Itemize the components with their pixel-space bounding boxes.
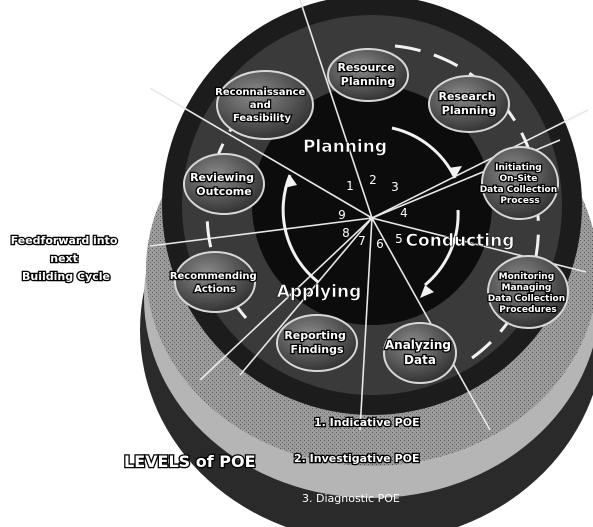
- levels-title: LEVELS of POE: [124, 452, 256, 471]
- level-1-label: 1. Indicative POE: [314, 416, 420, 429]
- step-number-5: 5: [395, 232, 403, 246]
- step-number-3: 3: [391, 180, 399, 194]
- step-number-6: 6: [376, 237, 384, 251]
- bubble-recommending: [175, 252, 255, 312]
- phase-planning: Planning: [303, 137, 387, 157]
- step-number-8: 8: [342, 226, 350, 240]
- step-reporting: Reporting Findings: [284, 329, 349, 356]
- step-number-7: 7: [358, 234, 366, 248]
- step-number-1: 1: [346, 179, 354, 193]
- step-monitoring: Monitoring Managing Data Collection Proc…: [488, 272, 569, 315]
- step-number-2: 2: [369, 173, 377, 187]
- step-number-4: 4: [400, 206, 408, 220]
- level-2-label: 2. Investigative POE: [294, 452, 420, 465]
- feedforward-label: Feedforward into next Building Cycle: [11, 234, 122, 283]
- step-number-9: 9: [338, 208, 346, 222]
- step-research-planning: Research Planning: [439, 90, 500, 117]
- bubble-reviewing: [184, 154, 264, 214]
- level-3-label: 3. Diagnostic POE: [302, 492, 400, 505]
- phase-conducting: Conducting: [406, 231, 515, 251]
- step-reviewing: Reviewing Outcome: [190, 171, 258, 198]
- step-resource-planning: Resource Planning: [337, 61, 398, 88]
- phase-applying: Applying: [277, 282, 362, 302]
